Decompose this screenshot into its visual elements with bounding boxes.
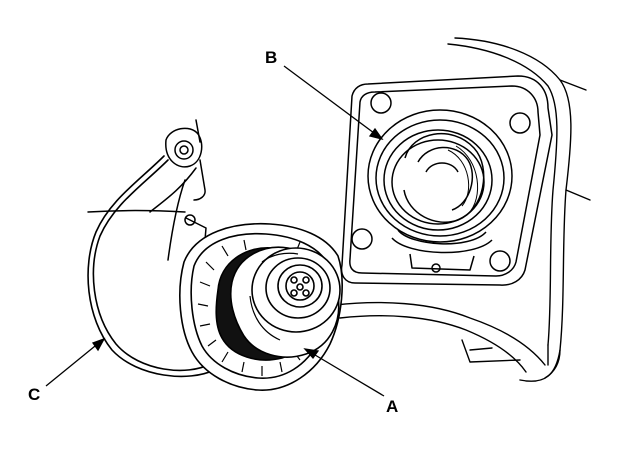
callout-b-arrowhead <box>368 127 384 141</box>
callout-c-label: C <box>28 385 40 404</box>
callout-c-arrowhead <box>91 337 106 352</box>
tether-cord <box>87 155 215 378</box>
callout-c-leader <box>45 341 101 387</box>
flange-bolt-hole <box>370 92 392 114</box>
leader-lines <box>45 65 385 397</box>
fuel-cap <box>179 222 343 391</box>
body-panel <box>334 37 591 382</box>
flange-bolt-hole <box>489 250 511 272</box>
callout-b-label: B <box>265 48 277 67</box>
flange-bolt-hole <box>351 228 373 250</box>
filler-neck-flange <box>340 75 553 286</box>
flange-bolt-hole <box>509 112 531 134</box>
callout-a-leader <box>309 351 385 397</box>
tether-mount <box>87 119 207 261</box>
callout-b-leader <box>283 65 379 137</box>
callout-a-arrowhead <box>303 348 320 360</box>
callout-a-label: A <box>386 397 398 416</box>
